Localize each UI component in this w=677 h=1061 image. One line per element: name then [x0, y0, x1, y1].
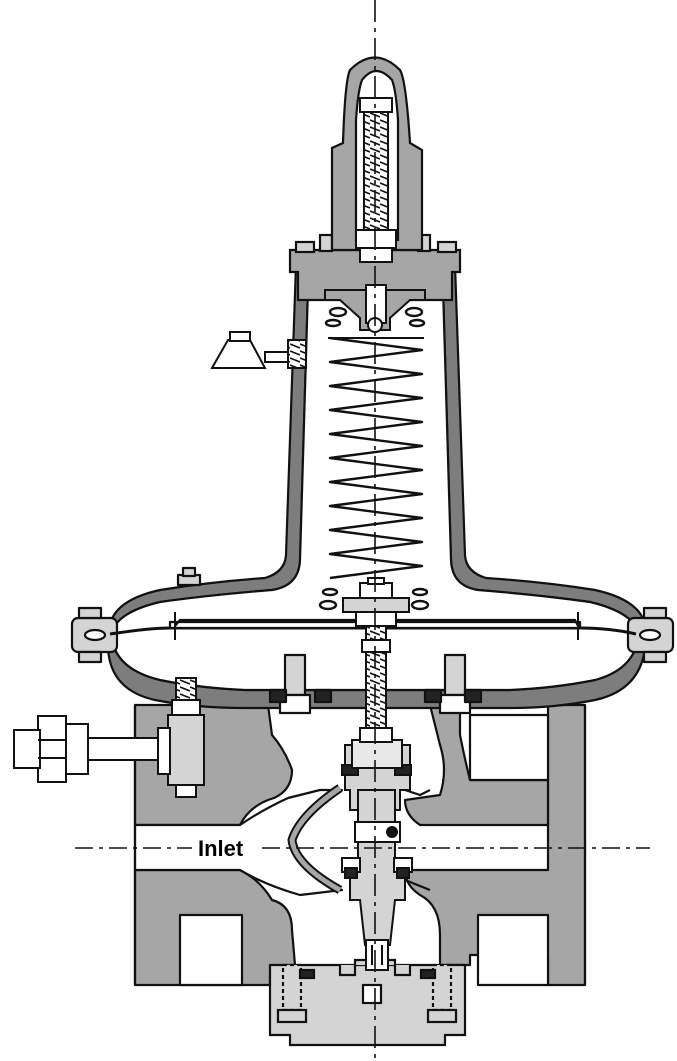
inlet-label: Inlet [198, 836, 244, 861]
valve-plug-assembly [341, 739, 413, 971]
bottom-cap [268, 958, 467, 1047]
control-line-fitting [13, 677, 205, 798]
adjusting-screw [355, 97, 397, 263]
control-spring [318, 306, 430, 611]
vent-fitting [210, 331, 307, 369]
centerlines [75, 0, 650, 1061]
valve-stem [359, 625, 393, 743]
